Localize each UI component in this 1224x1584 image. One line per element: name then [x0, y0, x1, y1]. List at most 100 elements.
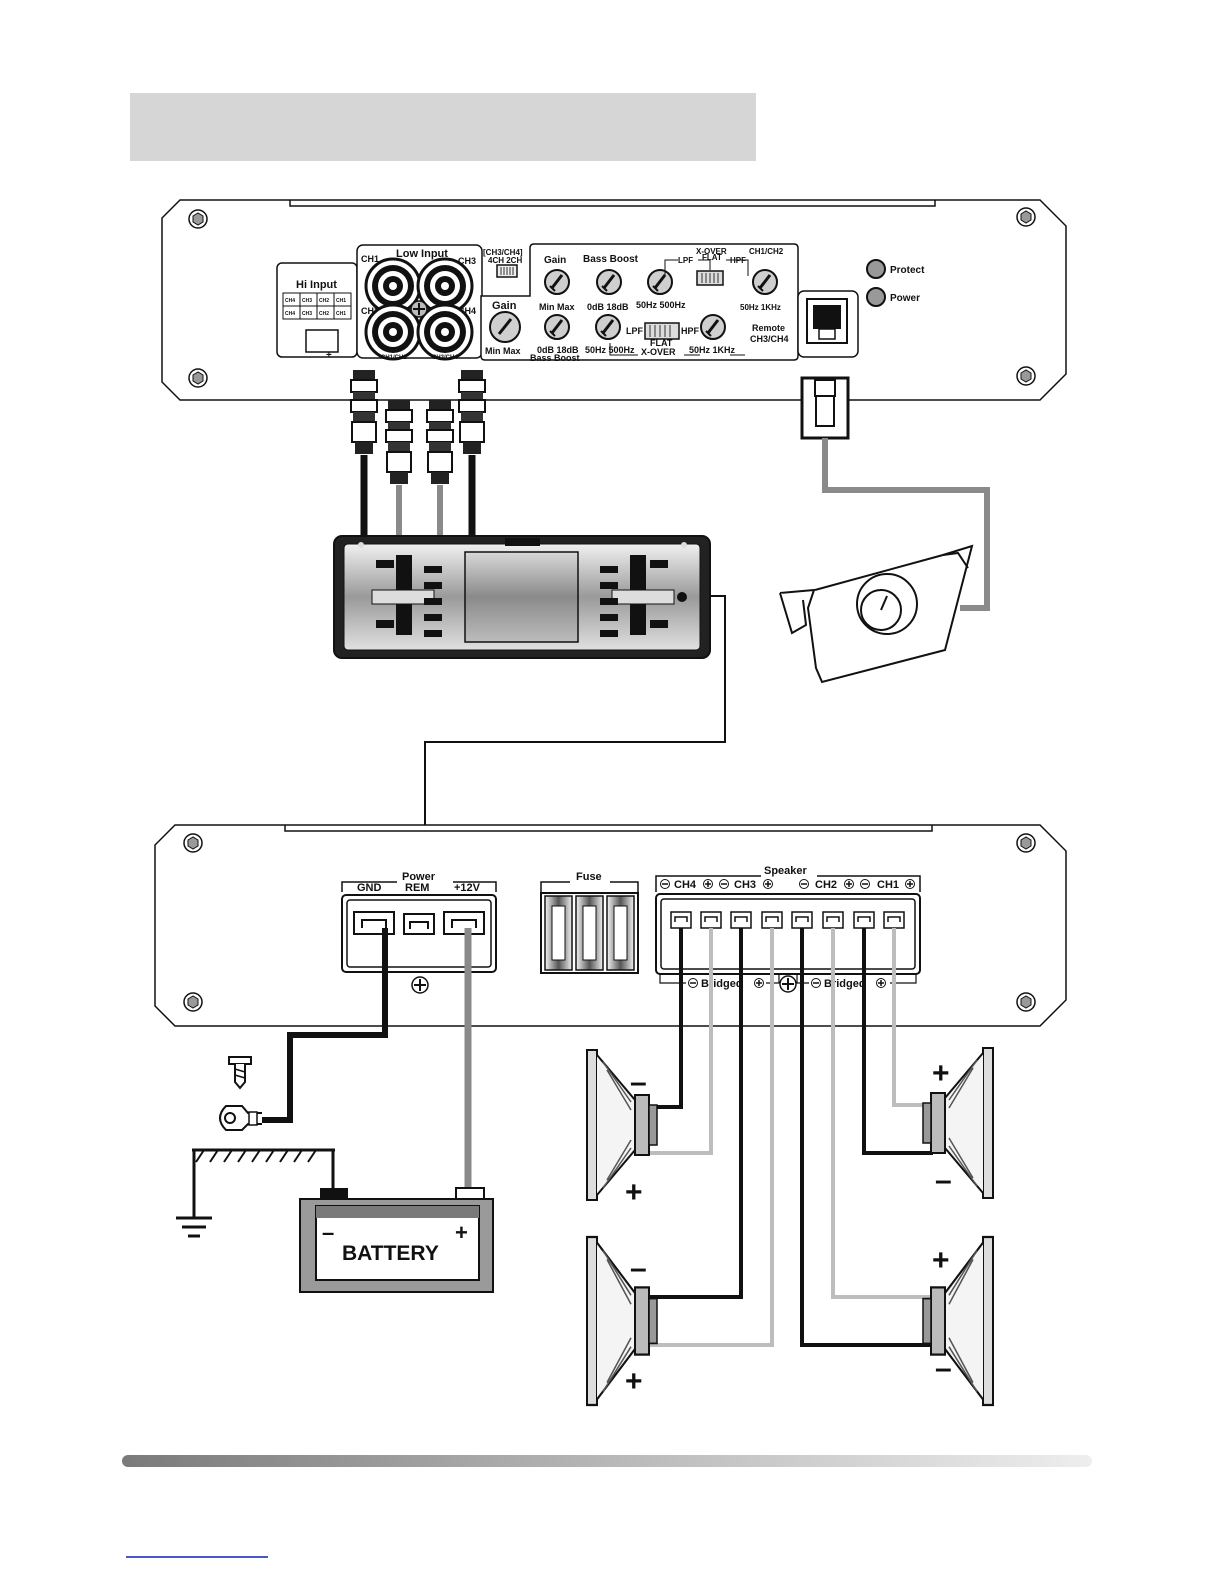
hpf-knob-lower[interactable]	[699, 313, 727, 341]
screw-icon	[1016, 207, 1036, 227]
remote-sublabel: CH3/CH4	[750, 334, 789, 344]
bass-boost-knob-upper[interactable]	[595, 268, 623, 296]
rca-cables	[350, 369, 486, 540]
protect-label: Protect	[890, 265, 925, 276]
xover-label-upper: X-OVER	[696, 247, 727, 256]
hpf-label-lower: HPF	[681, 326, 700, 336]
speaker-terminal[interactable]	[883, 911, 905, 929]
hi-input-terminals[interactable]: CH4 CH3 CH2 CH1 CH4 CH3 CH2 CH1	[282, 292, 352, 320]
footer-bar	[122, 1455, 1092, 1467]
hi-input-cell: CH3	[302, 298, 312, 304]
gain-scale-lower: Min Max	[485, 346, 521, 356]
bridged-label-left: Bridged	[701, 978, 743, 990]
top-amplifier: Hi Input CH4 CH3 CH2 CH1 CH4 CH3 CH2 CH1…	[161, 199, 1067, 401]
hi-input-cell: CH4	[285, 311, 295, 317]
speaker-plus-label: +	[932, 1244, 950, 1277]
speaker-terminal[interactable]	[730, 911, 752, 929]
hpf-knob-upper[interactable]	[751, 268, 779, 296]
speaker-minus-label: –	[935, 1352, 952, 1385]
hi-input-polarity: +	[326, 350, 332, 361]
bass-boost-label-upper: Bass Boost	[583, 254, 639, 265]
chassis-ground-icon	[176, 1148, 335, 1238]
hi-input-connector[interactable]	[305, 329, 339, 353]
hi-input-cell: CH1	[336, 311, 346, 317]
ground-screw-icon	[410, 300, 428, 318]
lpf-label-upper: LPF	[678, 256, 693, 265]
rem-wire	[424, 595, 726, 902]
speaker-plus-label: +	[625, 1365, 643, 1398]
bass-boost-knob-lower[interactable]	[543, 313, 571, 341]
screw-icon	[188, 368, 208, 388]
hi-input-cell: CH3	[302, 311, 312, 317]
remote-jack[interactable]	[797, 290, 859, 358]
protect-led	[866, 259, 886, 279]
lpf-scale-upper: 50Hz 500Hz	[636, 300, 686, 310]
ch3-speaker-label: CH3	[734, 879, 756, 891]
gain-knob-upper[interactable]	[543, 268, 571, 296]
bass-scale-upper: 0dB 18dB	[587, 302, 629, 312]
bridged-label-right: Bridged	[824, 978, 866, 990]
speaker-terminal[interactable]	[822, 911, 844, 929]
ring-terminal-icon	[219, 1105, 262, 1131]
speaker-terminal[interactable]	[853, 911, 875, 929]
footer-link-underline[interactable]	[126, 1556, 268, 1558]
speaker-terminal[interactable]	[700, 911, 722, 929]
gain-label-upper: Gain	[544, 255, 566, 266]
power-led	[866, 287, 886, 307]
speaker-terminal[interactable]	[791, 911, 813, 929]
bass-boost-label-lower: Bass Boost	[530, 353, 580, 363]
xover-switch-upper[interactable]	[696, 270, 724, 286]
bottom-amplifier: Power GND REM +12V Fuse	[154, 824, 1067, 1027]
hi-input-cell: CH2	[319, 311, 329, 317]
header-bar	[130, 93, 756, 161]
rca-plug-icon	[458, 369, 486, 455]
xover-switch-lower[interactable]	[644, 322, 680, 340]
ch2-speaker-label: CH2	[815, 879, 837, 891]
battery: – + BATTERY	[299, 1187, 494, 1293]
remote-plug	[800, 376, 850, 440]
battery-neg: –	[322, 1220, 334, 1245]
screw-icon	[183, 833, 203, 853]
head-unit-display	[464, 551, 579, 643]
rca-plug-icon	[426, 399, 454, 485]
hpf-scale-upper: 50Hz 1KHz	[740, 303, 781, 312]
lpf-knob-upper[interactable]	[646, 268, 674, 296]
xover-label-lower: X-OVER	[641, 347, 676, 357]
plus12v-terminal[interactable]	[443, 911, 485, 935]
hpf-scale-lower: 50Hz 1KHz	[689, 345, 736, 355]
flat-label-lower: FLAT	[650, 338, 673, 348]
speaker-minus-label: –	[935, 1164, 952, 1197]
lpf-knob-lower[interactable]	[594, 313, 622, 341]
speaker-terminal[interactable]	[670, 911, 692, 929]
gain-knob-lower[interactable]	[489, 311, 521, 343]
speaker-terminal[interactable]	[761, 911, 783, 929]
speaker-plus-label: +	[932, 1057, 950, 1090]
remote-label: Remote	[752, 323, 785, 333]
speaker-plus-label: +	[625, 1176, 643, 1209]
ch4-speaker-label: CH4	[674, 879, 697, 891]
battery-pos: +	[455, 1220, 468, 1245]
mode-switch[interactable]	[496, 264, 518, 278]
ch4-label: CH4	[458, 306, 476, 316]
speaker-minus-label: –	[630, 1252, 647, 1285]
fuse-block[interactable]	[540, 892, 639, 974]
power-block-label: Power	[402, 871, 436, 883]
rem-label: REM	[405, 882, 429, 894]
remote-cable	[822, 438, 990, 611]
screw-icon	[1016, 366, 1036, 386]
rem-terminal[interactable]	[403, 913, 435, 935]
rca-plug-icon	[385, 399, 413, 485]
ch1-speaker-label: CH1	[877, 879, 899, 891]
screw-icon	[1016, 992, 1036, 1012]
low-input-label: Low Input	[396, 248, 448, 260]
lpf-label-lower: LPF	[626, 326, 644, 336]
ground-screw-icon	[779, 975, 797, 993]
remote-level-knob[interactable]	[779, 544, 974, 684]
plus12v-label: +12V	[454, 882, 481, 894]
screw-icon	[188, 209, 208, 229]
gnd-label: GND	[357, 882, 382, 894]
battery-label: BATTERY	[342, 1242, 439, 1265]
power-led-label: Power	[890, 293, 920, 304]
ground-screw-icon	[411, 976, 429, 994]
